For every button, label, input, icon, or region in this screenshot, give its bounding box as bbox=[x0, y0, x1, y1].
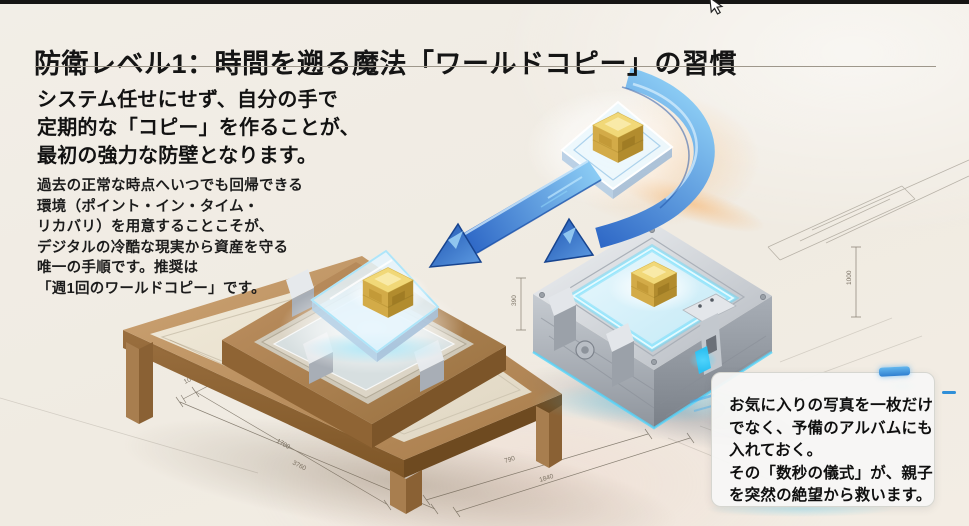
callout-line: を突然の絶望から救います。 bbox=[729, 487, 932, 504]
floating-glass-panel bbox=[280, 249, 464, 374]
safe-port-glow bbox=[689, 346, 717, 374]
arrow-to-table-icon bbox=[428, 160, 602, 268]
lead-line: 定期的な「コピー」を作ることが、 bbox=[37, 117, 360, 139]
body-line: 過去の正常な時点へいつでも回帰できる bbox=[37, 178, 304, 194]
gold-block-copy bbox=[346, 266, 430, 319]
mouse-pointer-icon bbox=[708, 0, 726, 22]
dimension-label: 100 bbox=[183, 374, 196, 385]
copy-arrows bbox=[428, 67, 715, 268]
callout-line: お気に入りの写真を一枚だけ bbox=[729, 397, 934, 414]
lead-line: 最初の強力な防壁となります。 bbox=[37, 145, 318, 167]
body-line: リカバリ）を用意することこそが、 bbox=[37, 219, 274, 235]
window-top-edge bbox=[0, 0, 969, 4]
callout-line: でなく、予備のアルバムにも bbox=[729, 419, 933, 437]
title-divider bbox=[35, 66, 936, 67]
callout-paragraph: お気に入りの写真を一枚だけ でなく、予備のアルバムにも 入れておく。 その「数秒… bbox=[729, 395, 933, 508]
safe-latch-icon bbox=[606, 323, 634, 387]
body-line: 「週1回のワールドコピー」です。 bbox=[37, 280, 266, 297]
body-line: 環境（ポイント・イン・タイム・ bbox=[37, 198, 259, 215]
lead-paragraph: システム任せにせず、自分の手で 定期的な「コピー」を作ることが、 最初の強力な防… bbox=[37, 86, 360, 170]
page-title: 防衛レベル1：時間を遡る魔法「ワールドコピー」の習慣 bbox=[34, 49, 738, 80]
dimension-label: 390 bbox=[511, 295, 518, 306]
body-paragraph: 過去の正常な時点へいつでも回帰できる 環境（ポイント・イン・タイム・ リカバリ）… bbox=[37, 176, 303, 299]
safe-latch-icon bbox=[548, 287, 576, 351]
dimension-label: 1000 bbox=[846, 270, 853, 285]
callout-clip-icon bbox=[878, 366, 911, 377]
callout-line: 入れておく。 bbox=[729, 442, 823, 459]
callout-accent-dash bbox=[942, 391, 956, 394]
callout-line: その「数秒の儀式」が、親子 bbox=[729, 464, 933, 482]
lead-line: システム任せにせず、自分の手で bbox=[37, 89, 338, 111]
backup-safe-illustration bbox=[520, 222, 824, 455]
arrow-to-safe-icon bbox=[543, 67, 715, 263]
callout-box: お気に入りの写真を一枚だけ でなく、予備のアルバムにも 入れておく。 その「数秒… bbox=[711, 366, 956, 508]
body-line: デジタルの冷酷な現実から資産を守る bbox=[37, 239, 289, 256]
body-line: 唯一の手順です。推奨は bbox=[37, 260, 199, 276]
